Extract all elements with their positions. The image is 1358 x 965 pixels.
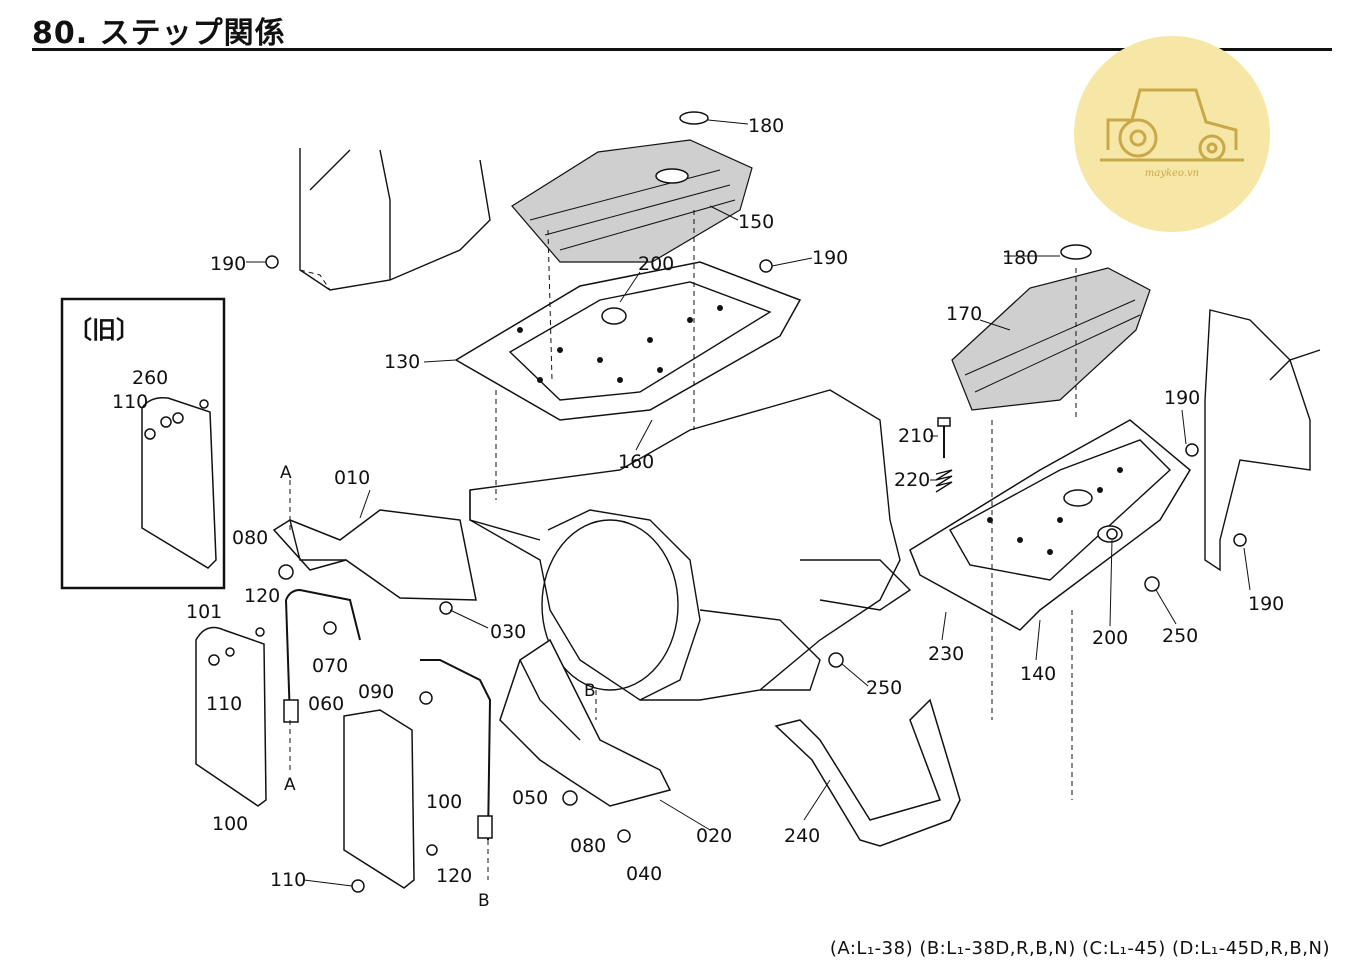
label-230: 230 [928, 643, 964, 665]
step-plate-140 [909, 419, 1191, 631]
step-plate-130 [454, 261, 802, 421]
label-140: 140 [1020, 663, 1056, 685]
watermark-logo: maykeo.vn [1074, 36, 1270, 232]
model-legend: (A:L₁-38) (B:L₁-38D,R,B,N) (C:L₁-45) (D:… [829, 938, 1330, 959]
label-190-bottom-right: 190 [1248, 593, 1284, 615]
label-101: 101 [186, 601, 222, 623]
label-100-left: 100 [212, 813, 248, 835]
page-title: 80. ステップ関係 [32, 16, 286, 51]
bracket-240 [774, 698, 961, 847]
label-080-left: 080 [232, 527, 268, 549]
step-mat-170 [951, 267, 1151, 411]
step-bracket-020 [499, 638, 672, 807]
bracket-010 [272, 509, 477, 601]
label-190-left: 190 [210, 253, 246, 275]
label-020: 020 [696, 825, 732, 847]
plug-180-top [679, 111, 709, 125]
label-240: 240 [784, 825, 820, 847]
label-060: 060 [308, 693, 344, 715]
label-110-left: 110 [206, 693, 242, 715]
transmission-housing [469, 389, 912, 701]
label-120-center: 120 [436, 865, 472, 887]
label-200-right: 200 [1092, 627, 1128, 649]
rod-060 [283, 588, 361, 723]
label-130: 130 [384, 351, 420, 373]
label-100-center: 100 [426, 791, 462, 813]
label-210: 210 [898, 425, 934, 447]
bolts [255, 255, 1247, 893]
label-170: 170 [946, 303, 982, 325]
bolt-210 [937, 417, 951, 458]
legacy-label-110: 110 [112, 391, 148, 413]
label-050: 050 [512, 787, 548, 809]
rod-050 [420, 659, 493, 841]
label-080-center: 080 [570, 835, 606, 857]
legacy-label-260: 260 [132, 367, 168, 389]
callout-a-top: A [280, 463, 292, 483]
legacy-title: 〔旧〕 [68, 316, 140, 344]
label-110-bottom: 110 [270, 869, 306, 891]
label-250-center: 250 [866, 677, 902, 699]
label-010: 010 [334, 467, 370, 489]
cover-100-center [343, 709, 415, 889]
label-180-top: 180 [748, 115, 784, 137]
label-150: 150 [738, 211, 774, 233]
label-200-top: 200 [638, 253, 674, 275]
label-190-top: 190 [812, 247, 848, 269]
label-040: 040 [626, 863, 662, 885]
label-250-right: 250 [1162, 625, 1198, 647]
step-mat-150 [511, 139, 753, 263]
label-190-right: 190 [1164, 387, 1200, 409]
label-220: 220 [894, 469, 930, 491]
callout-b-center: B [584, 681, 596, 701]
label-070-left: 070 [312, 655, 348, 677]
label-120-left: 120 [244, 585, 280, 607]
spring-220 [935, 469, 953, 493]
callout-a-bottom: A [284, 775, 296, 795]
leader-lines [246, 119, 1251, 887]
cover-100-left [195, 626, 267, 807]
callout-letters: A A B B [280, 463, 596, 911]
label-180-right: 180 [1002, 247, 1038, 269]
callout-b-bottom: B [478, 891, 490, 911]
label-090: 090 [358, 681, 394, 703]
part-labels: 180 150 190 200 130 160 010 080 120 101 … [186, 115, 1284, 891]
title-rule [32, 48, 1332, 51]
watermark-text: maykeo.vn [1145, 168, 1199, 179]
plug-180-right [1060, 244, 1092, 260]
label-160: 160 [618, 451, 654, 473]
left-fender [299, 148, 491, 291]
right-fender [1204, 309, 1321, 572]
assembly-lines [289, 210, 1077, 880]
tractor-icon [1100, 88, 1244, 162]
legacy-inset: 〔旧〕 260 110 [60, 297, 226, 590]
label-030: 030 [490, 621, 526, 643]
